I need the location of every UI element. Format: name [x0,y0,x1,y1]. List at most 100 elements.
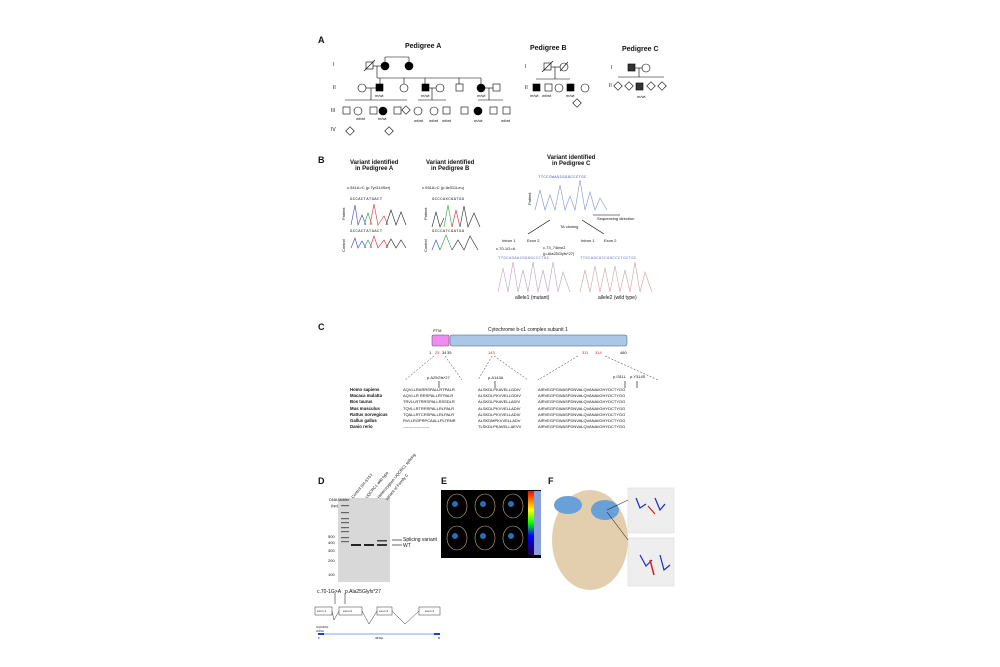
genotype: m/wt [637,94,646,99]
genotype: wt/wt [414,118,424,123]
mutation-label: p.A25Gfs*27 [427,375,450,380]
genotype: wt/wt [542,93,552,98]
mutation-label: p.A143A [488,375,504,380]
generation-label: I [525,64,527,70]
protein-structure-panel [552,487,675,590]
gene-structure [314,593,441,635]
sequence: GCCACTATGACT [350,230,383,234]
genotype: wt/wt [501,118,511,123]
patient-label: Patient [527,192,532,205]
generation-label: III [331,108,336,114]
position-label: 314 [595,350,602,355]
sequencing-direction-label: Sequencing direction [597,216,635,221]
mutation-label: c.941A>C (p.Tyr314Ser) [347,185,391,190]
exon-label: exon 2 [343,609,353,613]
generation-label: II [525,85,528,91]
position-label: 311 [582,350,589,355]
ladder-value: 200 [328,558,335,563]
ladder-value: 300 [328,548,335,553]
pedigree-b-chart [532,60,590,108]
generation-label: II [609,83,612,89]
genotype: m/wt [421,93,430,98]
mutation-label: p.Y314S [630,374,646,379]
chromatogram-traces [350,179,653,293]
ladder-value: 400 [328,540,335,545]
ladder-title: DNA ladder [329,497,350,502]
pedigree-c-title: Pedigree C [622,46,659,53]
position-label: 143 [488,350,495,355]
mutation-label: (p.Ala25Glyfs*27) [543,251,575,256]
sequence: TTGCAGCGCCGGCCCTGCTGC [580,257,637,261]
mutation-label: c.931A>C (p.Ile311Leu) [422,185,465,190]
genotype: m/wt [474,118,483,123]
exon-label: Exon 2 [604,238,617,243]
position-label: 25 [435,350,440,355]
genotype: m/wt [566,93,575,98]
generation-label: I [611,65,613,71]
genotype: wt/wt [429,118,439,123]
mutation-label: c.70-1G>A [496,246,516,251]
allele2-label: allele2 (wild type) [598,295,637,301]
pedigree-b-title: Pedigree B [530,45,567,52]
sequence: GCCCAXCGATGG [432,198,465,202]
gel-band [377,544,387,546]
ptm-label: PTM [433,328,442,333]
ladder-value: 500 [328,534,335,539]
patient-label: Patient [423,207,428,220]
pedigree-a-title: Pedigree A [405,43,442,50]
pedigree-affected-female [404,61,414,71]
position-label: 480 [620,350,627,355]
pedigree-affected-female [380,61,390,71]
panel-label-e: E [441,476,448,486]
ladder-unit: (bp) [331,503,339,508]
position-label: 35 [447,350,452,355]
intron-label: Intron 1 [502,238,516,243]
mutation-label: p.I311L [613,374,627,379]
control-label: Control [423,239,428,252]
cdna-label: UQCRC1 cDNA [316,625,329,633]
gel-band [377,540,387,542]
ptm-domain [431,334,450,347]
exon-label: Exon 2 [527,238,540,243]
wt-label: WT [403,543,411,549]
gel-band [364,544,374,546]
allele1-label: allele1 (mutant) [515,295,550,301]
exon-label: exon 4 [425,609,435,613]
brain-imaging-panel [441,490,541,558]
pedigree-c-chart [613,63,667,91]
mutation-label: p.Ala25Glyfs*27 [345,589,381,595]
generation-label: IV [331,127,336,133]
pedigree-a-chart [342,56,511,136]
intron-label: Intron 1 [581,238,595,243]
mutation-label: c.73_74insG [543,245,566,250]
sequence: TTGCAGAACGGGGCCCTGC [498,257,550,261]
position-label: 1 [429,350,432,355]
sequence: TTCCCWASCGGGCCCTGC [538,176,587,180]
mutation-label: c.70-1G>A [317,589,342,595]
panel-label-a: A [318,35,325,45]
pedigree-male [365,61,374,70]
domain-label: Cytochrome b-c1 complex subunit 1 [488,327,568,333]
genotype: wt/wt [356,116,366,121]
patient-label: Patient [341,207,346,220]
cytochrome-domain [449,334,628,347]
ta-cloning-label: TA cloning [560,224,579,229]
position-label: 34 [442,350,447,355]
control-label: Control [341,239,346,252]
sequence: GCCCATCGATGG [432,230,465,234]
primer-f-label: F [318,636,320,640]
genotype: m/wt [378,116,387,121]
genotype: m/wt [375,93,384,98]
ladder-value: 100 [328,572,335,577]
length-label: 381bp [375,636,384,640]
gel-band [351,544,361,546]
panel-label-b: B [318,155,325,165]
